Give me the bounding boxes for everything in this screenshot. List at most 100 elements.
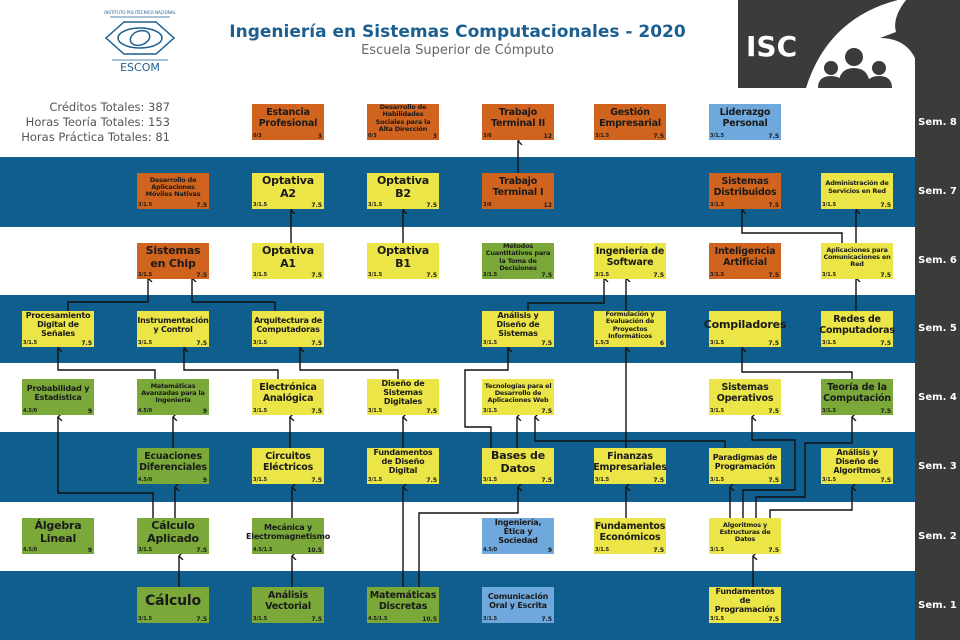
course-credits: 7.5 xyxy=(311,408,322,415)
course-hours: 3/1.5 xyxy=(822,202,837,208)
course-name: Paradigmas de Programación xyxy=(712,452,778,471)
course-credits: 7.5 xyxy=(196,616,207,623)
course-name: Sistemas en Chip xyxy=(145,244,201,270)
course-credits: 12 xyxy=(543,133,552,140)
course-credits: 7.5 xyxy=(311,272,322,279)
course-hours: 0/3 xyxy=(368,133,377,139)
course-name: Comunicación Oral y Escrita xyxy=(487,591,549,610)
course-hours: 3/1.5 xyxy=(253,272,268,278)
course-box[interactable]: Métodos Cuantitativos para la Toma de De… xyxy=(482,243,554,279)
course-credits: 7.5 xyxy=(653,272,664,279)
course-credits: 7.5 xyxy=(768,202,779,209)
course-box[interactable]: Desarrollo de Habilidades Sociales para … xyxy=(367,104,439,140)
course-credits: 7.5 xyxy=(541,340,552,347)
course-name: Instrumentación y Control xyxy=(137,315,209,334)
course-credits: 3 xyxy=(432,133,437,140)
course-credits: 7.5 xyxy=(81,340,92,347)
course-hours: 4.5/0 xyxy=(23,408,38,414)
course-hours: 4.5/0 xyxy=(138,408,153,414)
arrow-arquitectura-chip xyxy=(192,278,276,313)
course-credits: 7.5 xyxy=(768,340,779,347)
course-credits: 9 xyxy=(547,547,552,554)
semester-label: Sem. 8 xyxy=(918,116,957,128)
course-credits: 7.5 xyxy=(653,477,664,484)
course-hours: 3/1.5 xyxy=(822,272,837,278)
arrow-aplicaciones-distribuidos xyxy=(742,210,843,243)
course-box[interactable]: Tecnologías para el Desarrollo de Aplica… xyxy=(482,379,554,415)
course-credits: 9 xyxy=(87,408,92,415)
course-name: Algoritmos y Estructuras de Datos xyxy=(719,520,771,544)
course-name: Teoría de la Computación xyxy=(823,382,891,404)
course-hours: 3/1.5 xyxy=(710,272,725,278)
course-hours: 3/6 xyxy=(483,133,492,139)
course-box[interactable]: Matemáticas Avanzadas para la Ingeniería… xyxy=(137,379,209,415)
course-name: Estancia Profesional xyxy=(258,107,318,129)
course-hours: 4.5/0 xyxy=(483,547,498,553)
course-credits: 7.5 xyxy=(768,408,779,415)
course-name: Arquitectura de Computadoras xyxy=(253,315,323,334)
course-credits: 7.5 xyxy=(426,202,437,209)
course-hours: 0/3 xyxy=(253,133,262,139)
total-theory-hours: Horas Teoría Totales: 153 xyxy=(25,115,170,129)
isc-badge: ISC xyxy=(738,0,960,88)
course-hours: 3/1.5 xyxy=(368,202,383,208)
course-hours: 3/1.5 xyxy=(710,547,725,553)
course-box[interactable]: Desarrollo de Aplicaciones Móviles Nativ… xyxy=(137,173,209,209)
course-box[interactable]: Formulación y Evaluación de Proyectos In… xyxy=(594,311,666,347)
course-hours: 3/1.5 xyxy=(368,408,383,414)
course-name: Desarrollo de Habilidades Sociales para … xyxy=(375,103,431,133)
arrow-paradigmas-tecnologias xyxy=(535,417,726,451)
course-hours: 3/1.5 xyxy=(138,340,153,346)
course-credits: 7.5 xyxy=(768,133,779,140)
arrow-procesamiento-chip xyxy=(67,278,148,313)
semester-label: Sem. 3 xyxy=(918,461,957,472)
course-credits: 7.5 xyxy=(311,616,322,623)
course-hours: 3/1.5 xyxy=(595,272,610,278)
course-name: Matemáticas Discretas xyxy=(369,590,437,612)
